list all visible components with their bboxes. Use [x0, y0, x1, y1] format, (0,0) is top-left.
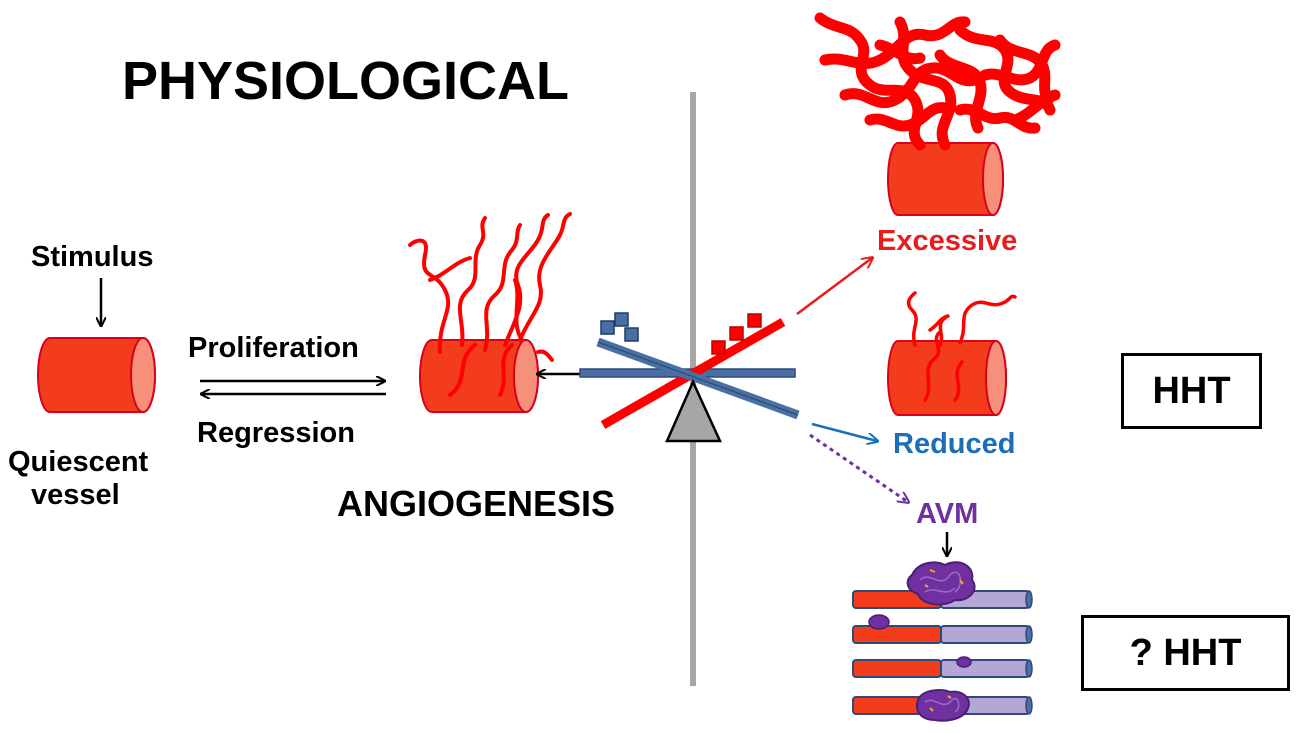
angiogenic-vessel: [419, 339, 539, 413]
label-avm: AVM: [916, 498, 979, 530]
avm-blob-medium: [916, 689, 970, 722]
excessive-vessel: [887, 142, 1004, 216]
label-regression: Regression: [197, 417, 355, 449]
excessive-sprouts: [814, 12, 1061, 151]
reduced-vessel: [887, 340, 1007, 416]
label-excessive: Excessive: [877, 225, 1018, 257]
label-proliferation: Proliferation: [188, 332, 359, 364]
label-quiescent: Quiescent: [8, 446, 149, 478]
label-reduced: Reduced: [893, 428, 1016, 460]
label-stimulus: Stimulus: [31, 241, 154, 273]
q-hht-box-label: ? HHT: [1129, 631, 1242, 674]
q-hht-box: ? HHT: [1081, 615, 1290, 691]
label-angiogenesis: ANGIOGENESIS: [337, 483, 616, 524]
excessive-arrow: [796, 258, 872, 316]
hht-box-label: HHT: [1152, 369, 1231, 412]
quiescent-vessel: [37, 337, 156, 413]
avm-blob-large: [906, 561, 976, 606]
seesaw: [579, 312, 800, 443]
reduced-sprouts: [906, 291, 1017, 402]
title-physiological: PHYSIOLOGICAL: [122, 51, 570, 111]
avm-capillaries: [852, 561, 1033, 722]
avm-arrow: [809, 433, 908, 502]
label-vessel: vessel: [31, 479, 120, 511]
angiogenic-sprouts: [408, 212, 572, 397]
hht-box: HHT: [1121, 353, 1262, 429]
avm-blob-small-2: [956, 656, 972, 668]
reduced-arrow: [811, 422, 877, 441]
fulcrum: [665, 378, 722, 443]
avm-blob-small-1: [868, 614, 890, 630]
